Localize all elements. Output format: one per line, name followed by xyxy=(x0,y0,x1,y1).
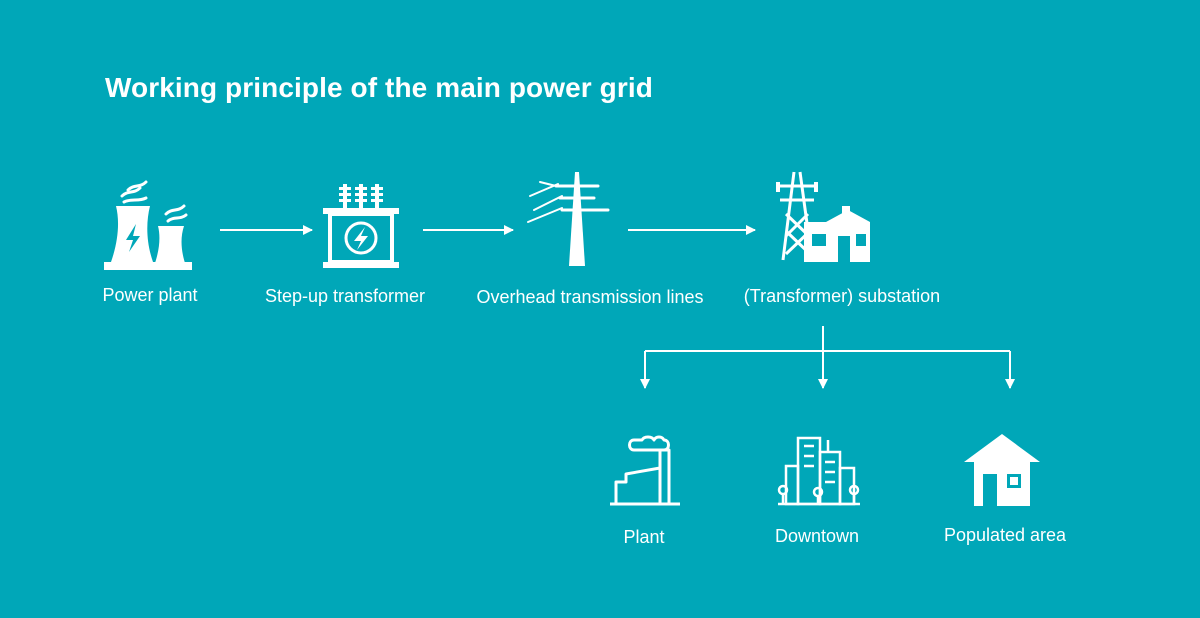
label-power-plant: Power plant xyxy=(102,285,198,305)
city-buildings-icon xyxy=(777,436,860,506)
label-populated-area: Populated area xyxy=(943,525,1067,545)
label-overhead-transmission-lines: Overhead transmission lines xyxy=(476,287,704,307)
distribution-connector xyxy=(640,326,1015,389)
label-plant: Plant xyxy=(623,527,665,547)
factory-icon xyxy=(610,435,680,506)
label-step-up-transformer: Step-up transformer xyxy=(264,286,426,306)
house-icon xyxy=(964,434,1040,506)
label-downtown: Downtown xyxy=(774,526,860,546)
substation-icon xyxy=(776,171,870,262)
diagram-title: Working principle of the main power grid xyxy=(105,72,653,103)
power-plant-icon xyxy=(104,180,192,270)
transmission-tower-icon xyxy=(527,172,610,266)
transformer-icon xyxy=(323,184,399,268)
label-substation: (Transformer) substation xyxy=(743,286,941,306)
